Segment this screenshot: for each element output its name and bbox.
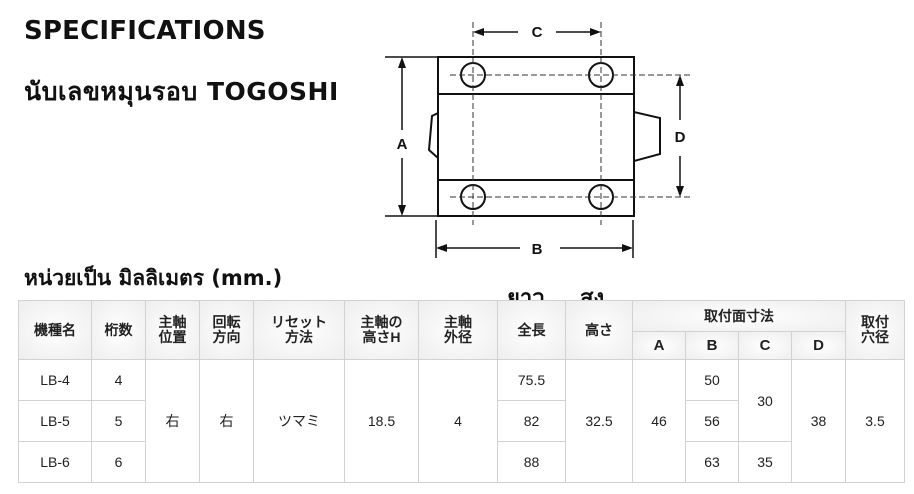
header-shaft-position: 主軸位置 <box>145 300 200 360</box>
cell-total-length: 88 <box>497 441 566 483</box>
cell-digits: 4 <box>91 359 146 401</box>
dim-label-b: B <box>532 241 543 258</box>
header-dim-b: B <box>685 331 739 360</box>
header-rotation: 回転方向 <box>199 300 254 360</box>
cell-rotation: 右 <box>199 359 254 483</box>
dim-label-d: D <box>675 129 686 146</box>
unit-note: หน่วยเป็น มิลลิเมตร (mm.) <box>24 266 283 290</box>
cell-total-length: 82 <box>497 400 566 442</box>
header-total-length: 全長 <box>497 300 566 360</box>
dim-label-a: A <box>397 136 408 153</box>
cell-reset-method: ツマミ <box>253 359 345 483</box>
cell-dim-b: 56 <box>685 400 739 442</box>
cell-model: LB-4 <box>18 359 92 401</box>
cell-model: LB-6 <box>18 441 92 483</box>
cell-shaft-height: 18.5 <box>344 359 419 483</box>
header-reset-method: リセット方法 <box>253 300 345 360</box>
header-shaft-diameter: 主軸外径 <box>418 300 498 360</box>
cell-dim-d: 38 <box>791 359 846 483</box>
page-subtitle: นับเลขหมุนรอบ TOGOSHI <box>24 77 339 106</box>
header-mount-dimensions: 取付面寸法 <box>632 300 846 332</box>
spec-table: 機種名 桁数 主軸位置 回転方向 リセット方法 主軸の高さH 主軸外径 全長 高… <box>18 300 905 483</box>
header-digits: 桁数 <box>91 300 146 360</box>
cell-hole-diameter: 3.5 <box>845 359 905 483</box>
header-model: 機種名 <box>18 300 92 360</box>
cell-dim-c: 35 <box>738 441 792 483</box>
header-dim-c: C <box>738 331 792 360</box>
cell-dim-a: 46 <box>632 359 686 483</box>
table-row: LB-4 4 右 右 ツマミ 18.5 4 75.5 32.5 46 50 30… <box>18 359 905 483</box>
cell-dim-c: 30 <box>738 359 792 442</box>
cell-dim-b: 63 <box>685 441 739 483</box>
page-title: SPECIFICATIONS <box>24 16 266 46</box>
header-dim-a: A <box>632 331 686 360</box>
cell-digits: 5 <box>91 400 146 442</box>
cell-shaft-diameter: 4 <box>418 359 498 483</box>
table-row: LB-6 6 88 63 35 <box>18 441 905 483</box>
cell-total-length: 75.5 <box>497 359 566 401</box>
cell-shaft-position: 右 <box>145 359 200 483</box>
cell-digits: 6 <box>91 441 146 483</box>
header-height: 高さ <box>565 300 633 360</box>
header-dim-d: D <box>791 331 846 360</box>
dim-label-c: C <box>532 24 543 41</box>
cell-height: 32.5 <box>565 359 633 483</box>
cell-model: LB-5 <box>18 400 92 442</box>
header-hole-diameter: 取付穴径 <box>845 300 905 360</box>
table-row: LB-5 5 82 56 <box>18 400 905 442</box>
header-shaft-height: 主軸の高さH <box>344 300 419 360</box>
dimension-diagram: A B C D <box>385 22 690 258</box>
cell-dim-b: 50 <box>685 359 739 401</box>
